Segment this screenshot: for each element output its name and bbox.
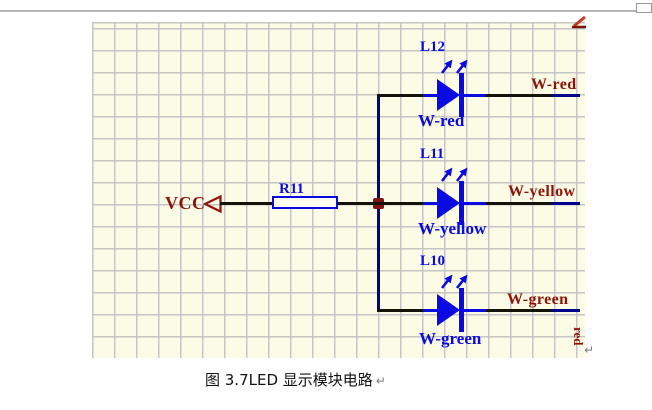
wire-segment xyxy=(378,94,424,97)
figure-caption: 图 3.7LED 显示模块电路↵ xyxy=(205,369,386,390)
top-rule xyxy=(0,10,652,12)
led-cathode-pin xyxy=(464,94,487,97)
led-triangle-icon xyxy=(437,187,460,219)
wire-segment-navy xyxy=(551,202,580,205)
led-cathode-pin xyxy=(464,202,487,205)
resistor-designator: R11 xyxy=(279,181,305,197)
wire-segment xyxy=(486,202,552,205)
wire-segment xyxy=(337,202,424,205)
wire-segment xyxy=(486,309,552,312)
led-emission-arrows-icon xyxy=(440,274,468,289)
resize-handle-box xyxy=(636,3,652,13)
led-triangle-icon xyxy=(437,79,460,111)
led-emission-arrows-icon xyxy=(440,59,468,74)
net-label: W-green xyxy=(507,291,569,308)
led-cathode-pin xyxy=(464,309,487,312)
power-net-label-vcc: VCC xyxy=(165,193,206,213)
paragraph-mark: ↵ xyxy=(584,343,595,357)
led-anode-pin xyxy=(423,94,438,97)
schematic-canvas xyxy=(92,22,585,358)
net-label: W-red xyxy=(531,76,577,93)
figure-caption-text: 图 3.7LED 显示模块电路 xyxy=(205,371,373,389)
wire-segment xyxy=(220,202,274,205)
led-anode-pin xyxy=(423,202,438,205)
led-anode-pin xyxy=(423,309,438,312)
led-cathode-bar-icon xyxy=(459,181,464,225)
wire-segment xyxy=(486,94,552,97)
led-designator: L12 xyxy=(420,39,446,55)
net-label: W-yellow xyxy=(508,183,576,200)
led-designator: L11 xyxy=(420,146,445,162)
paragraph-mark: ↵ xyxy=(375,374,386,388)
led-comment: W-red xyxy=(418,111,465,130)
led-triangle-icon xyxy=(437,294,460,326)
led-comment: W-green xyxy=(419,329,482,348)
led-cathode-bar-icon xyxy=(459,73,464,117)
led-designator: L10 xyxy=(420,253,446,269)
resistor-body xyxy=(272,196,338,209)
led-comment: W-yellow xyxy=(418,219,487,238)
led-cathode-bar-icon xyxy=(459,288,464,332)
wire-segment xyxy=(378,309,424,312)
red-corner-mark-icon xyxy=(572,15,586,29)
led-emission-arrows-icon xyxy=(440,167,468,182)
wire-segment-navy xyxy=(551,94,580,97)
wire-segment-navy xyxy=(551,309,580,312)
